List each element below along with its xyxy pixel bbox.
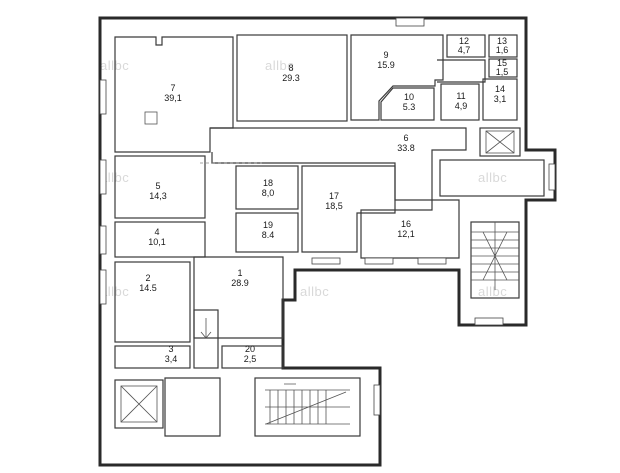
room-number: 6 (403, 133, 408, 143)
elevator-right-outline (479, 127, 521, 157)
room-3-outline (114, 345, 191, 369)
window-bottom-2 (364, 257, 394, 265)
room-10-outline (380, 87, 435, 121)
vestibule-arrow (200, 318, 212, 339)
room-19-outline (235, 212, 299, 253)
room-6-outline (210, 127, 467, 201)
room-area: 14,3 (149, 191, 167, 201)
window-left-4 (99, 269, 107, 305)
room-area: 18,5 (325, 201, 343, 211)
room-number: 19 (263, 220, 273, 230)
window-bottom-block (373, 384, 381, 416)
watermark-2: allbc (265, 58, 294, 73)
watermark-7: allbc (478, 284, 507, 299)
window-right-hall (548, 163, 556, 191)
stairs-bottom-steps (265, 383, 350, 425)
room-7-outline (114, 36, 234, 153)
watermark-1: allbc (100, 58, 129, 73)
room-area: 3,1 (494, 94, 507, 104)
room-number: 14 (495, 84, 505, 94)
hall-bottom-outline (164, 377, 221, 437)
room-number: 8 (288, 63, 293, 73)
room-18-outline (235, 165, 299, 210)
room-12-outline (446, 34, 486, 58)
room-labels: 7 39,1 8 29.3 9 15.9 10 5.3 12 4,7 13 1,… (139, 36, 508, 364)
room-area: 15.9 (377, 60, 395, 70)
elevator-bottom-outline (114, 379, 164, 429)
room-number: 5 (155, 181, 160, 191)
watermark-4: allbc (478, 170, 507, 185)
room-number: 3 (168, 344, 173, 354)
room-number: 15 (497, 58, 507, 68)
window-left-1 (99, 79, 107, 115)
room-number: 9 (383, 50, 388, 60)
room-number: 2 (145, 273, 150, 283)
corridor-12-outline (437, 59, 486, 83)
room-13-outline (488, 34, 518, 58)
stairs-right-steps (471, 222, 519, 290)
room-number: 13 (497, 36, 507, 46)
room-area: 1,5 (496, 67, 509, 77)
room-area: 33.8 (397, 143, 415, 153)
room-9-outline (350, 34, 444, 121)
elevator-right-cross (485, 130, 515, 154)
windows (99, 17, 556, 416)
room-number: 16 (401, 219, 411, 229)
room-area: 5.3 (403, 102, 416, 112)
room-4-outline (114, 221, 206, 258)
room-area: 4,7 (458, 45, 471, 55)
vestibule-outline (193, 309, 219, 369)
room-area: 39,1 (164, 93, 182, 103)
room-area: 29.3 (282, 73, 300, 83)
room-20-outline (221, 345, 284, 369)
window-left-2 (99, 159, 107, 195)
window-top-stair (395, 17, 425, 27)
room-number: 18 (263, 178, 273, 188)
room-8-outline (236, 34, 348, 122)
room-area: 14.5 (139, 283, 157, 293)
room-area: 8,0 (262, 188, 275, 198)
room-15-outline (488, 58, 518, 78)
room-5-outline (114, 155, 206, 219)
room-number: 11 (456, 91, 465, 101)
room-area: 3,4 (165, 354, 178, 364)
stairs-bottom-outline (254, 377, 361, 437)
window-bottom-1 (311, 257, 341, 265)
room-number: 20 (245, 344, 255, 354)
room-number: 7 (170, 83, 175, 93)
window-bottom-3 (417, 257, 447, 265)
room-area: 10,1 (148, 237, 166, 247)
hall-right-outline (439, 159, 545, 197)
room-area: 1,6 (496, 45, 509, 55)
room-area: 8.4 (262, 230, 275, 240)
interior-walls (114, 34, 545, 437)
watermarks: allbc allbc allbc allbc allbc allbc allb… (100, 58, 507, 299)
room-2-outline (114, 261, 191, 343)
room-number: 1 (237, 268, 242, 278)
elevator-bottom-cross (120, 385, 158, 423)
room-area: 12,1 (397, 229, 415, 239)
room-7-column (144, 111, 158, 125)
room-16-outline (360, 199, 460, 259)
room-number: 4 (154, 227, 159, 237)
outer-walls (98, 16, 557, 467)
room-14-outline (482, 78, 518, 121)
window-left-3 (99, 225, 107, 255)
outer-wall-main (98, 16, 557, 467)
room-11-outline (440, 83, 480, 121)
room-17-outline (301, 165, 396, 253)
watermark-6: allbc (300, 284, 329, 299)
watermark-3: allbc (100, 170, 129, 185)
room-area: 28.9 (231, 278, 249, 288)
room-area: 2,5 (244, 354, 257, 364)
elevator-right-box (485, 130, 515, 154)
room-number: 10 (404, 92, 414, 102)
room-area: 4,9 (455, 101, 468, 111)
room-number: 17 (329, 191, 339, 201)
elevator-bottom-box (120, 385, 158, 423)
room-number: 12 (459, 36, 469, 46)
watermark-5: allbc (100, 284, 129, 299)
window-stair-bottom (474, 317, 504, 326)
